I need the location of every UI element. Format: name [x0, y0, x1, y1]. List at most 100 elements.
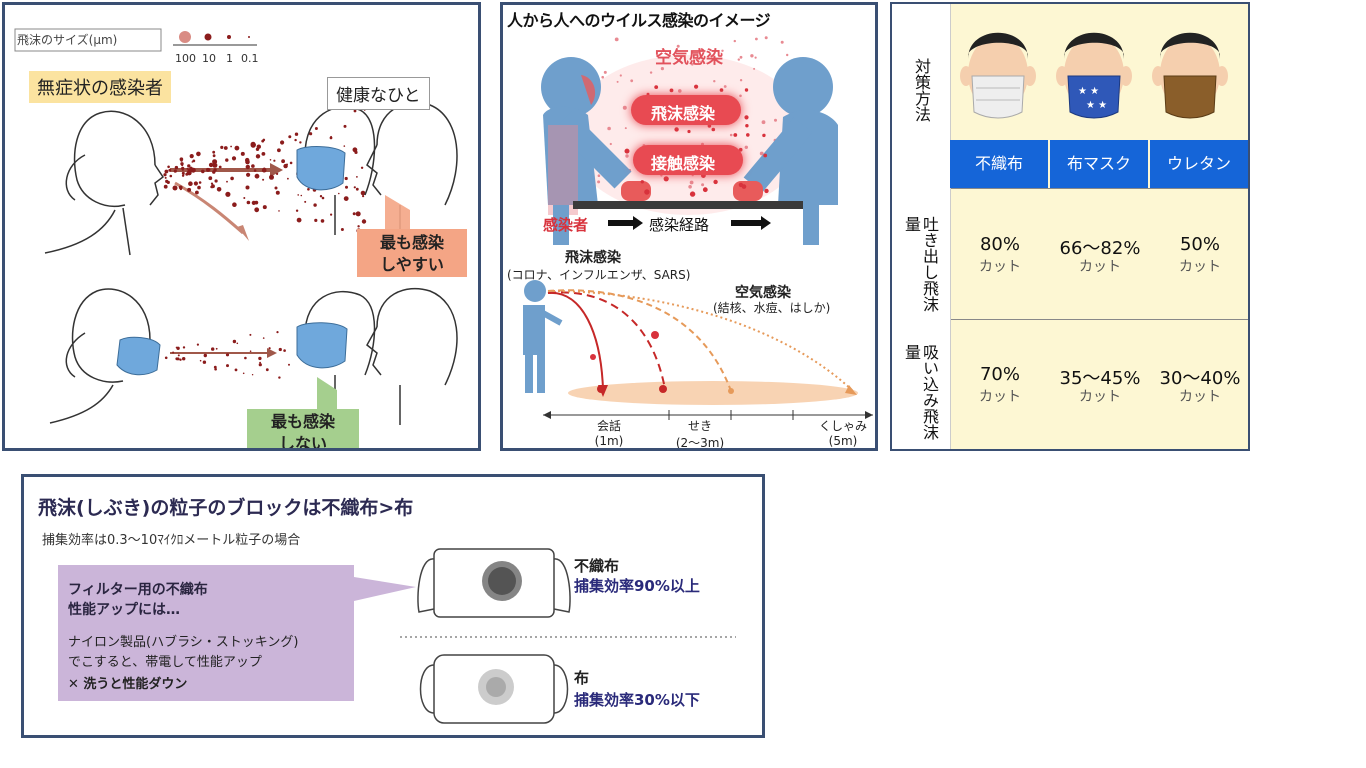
droplet-dot	[289, 161, 293, 165]
droplet-dot	[286, 163, 288, 166]
droplet-dot	[287, 177, 289, 180]
droplet-dot	[179, 187, 183, 191]
droplet-dot	[601, 75, 604, 79]
droplet-dot	[614, 37, 619, 42]
droplet-dot	[281, 159, 285, 164]
droplet-dot	[283, 349, 286, 352]
airborne-label: 空気感染	[655, 48, 723, 68]
droplet-dot	[689, 191, 696, 197]
droplets-bottom	[164, 331, 290, 379]
droplet-dot	[630, 79, 634, 83]
droplet-dot	[745, 124, 749, 128]
badge-line: 最も感染	[270, 412, 335, 431]
droplet-dot	[353, 109, 357, 113]
droplet-dot	[609, 142, 612, 146]
droplet-dot	[181, 164, 184, 167]
droplet-dot	[733, 39, 736, 43]
tip-line: ナイロン製品(ハブラシ・ストッキング)	[68, 635, 299, 650]
droplet-dot	[319, 195, 323, 198]
header-char: 法	[912, 106, 931, 122]
mask-comparison-table: ★ ★ ★ ★ 対策方法 不織布 布マスク ウレタン 吐き出し飛沫量 吸い込み飛…	[890, 2, 1250, 451]
airborne-infection-title: 空気感染	[735, 285, 791, 301]
droplet-dot	[295, 209, 299, 212]
distance-name: せき	[687, 419, 712, 433]
droplet-dot	[245, 159, 250, 165]
droplet-infection-examples: (コロナ、インフルエンザ、SARS)	[507, 268, 691, 282]
droplet-dot	[744, 115, 749, 120]
droplet-dot	[649, 71, 653, 74]
droplet-dot	[166, 180, 170, 184]
droplet-dot	[177, 354, 180, 357]
droplet-dot	[273, 159, 276, 162]
droplet-dot	[262, 178, 265, 181]
droplet-dot	[624, 127, 627, 130]
droplet-dot	[352, 212, 356, 216]
cut-label: カット	[1179, 259, 1221, 275]
droplet-dot	[616, 80, 619, 83]
droplet-dot	[338, 192, 340, 195]
droplet-dot	[688, 185, 692, 189]
droplet-label: 飛沫感染	[651, 104, 716, 123]
distance-value: (1m)	[594, 434, 624, 448]
droplet-dot	[701, 183, 705, 187]
droplet-dot	[691, 63, 694, 66]
droplet-dot	[201, 169, 205, 174]
particle-block-panel: 飛沫(しぶき)の粒子のブロックは不織布>布 捕集効率は0.3〜10ﾏｲｸﾛメート…	[21, 474, 765, 738]
droplet-dot	[744, 88, 749, 92]
droplet-dot	[164, 356, 168, 360]
droplet-dot	[215, 347, 218, 350]
droplet-dot	[597, 174, 601, 177]
droplet-dot	[360, 190, 366, 196]
droplet-dot	[622, 105, 627, 110]
droplet-dot	[209, 163, 213, 167]
droplet-dot	[258, 363, 262, 367]
header-char: 対	[912, 58, 931, 74]
mask-icon	[116, 336, 161, 376]
droplet-dot	[607, 126, 611, 131]
droplet-dot	[750, 54, 754, 58]
droplet-dot	[733, 133, 738, 137]
infected-person-top	[44, 110, 165, 256]
droplet-dot	[246, 172, 251, 177]
infection-routes-panel: 人から人へのウイルス感染のイメージ 空気感染 飛沫感染 接触感染 感染者 感染経…	[500, 2, 878, 451]
droplet-dot	[729, 133, 733, 137]
droplet-infection-title: 飛沫感染	[565, 250, 621, 266]
droplet-dot	[355, 211, 361, 217]
droplet-dot	[243, 197, 246, 199]
droplet-dot	[259, 361, 261, 364]
droplet-dot	[216, 187, 222, 192]
droplet-dot	[669, 88, 674, 93]
droplet-dot	[762, 133, 766, 138]
droplet-dot	[230, 145, 233, 148]
cut-label: カット	[1179, 389, 1221, 405]
droplet-dot	[234, 368, 238, 372]
droplet-dot	[764, 36, 768, 40]
exhale-value-urethane: 50%	[1179, 234, 1220, 255]
droplet-dot	[753, 67, 756, 70]
droplet-dot	[181, 166, 185, 170]
tip-line: でこすると、帯電して性能アップ	[68, 655, 262, 670]
droplet-dot	[172, 351, 175, 354]
droplet-dot	[196, 151, 201, 157]
droplet-dot	[288, 135, 292, 139]
healthy-person-figure	[743, 57, 838, 245]
contact-bubble	[633, 145, 743, 175]
row-header-inhale: 吸い込み飛沫量	[902, 344, 939, 440]
droplet-dot	[296, 217, 302, 223]
droplet-dot	[212, 159, 218, 165]
droplet-dot	[202, 360, 207, 364]
droplet-dot	[226, 180, 228, 183]
droplet-dot	[180, 159, 183, 162]
inhale-value-urethane: 30〜40%	[1159, 368, 1241, 389]
droplet-dot	[741, 184, 747, 189]
particle-block-title: 飛沫(しぶき)の粒子のブロックは不織布>布	[38, 497, 414, 519]
droplet-dot	[300, 194, 303, 197]
column-header-urethane: ウレタン	[1150, 140, 1248, 188]
legend-tick: 1	[226, 52, 233, 65]
droplet-dot	[739, 55, 743, 59]
droplet-dot	[360, 166, 364, 169]
sneezing-person-figure	[523, 280, 563, 393]
healthy-person-bottom	[366, 287, 458, 425]
droplet-dot	[253, 169, 257, 172]
legend-dot-1	[227, 35, 231, 39]
